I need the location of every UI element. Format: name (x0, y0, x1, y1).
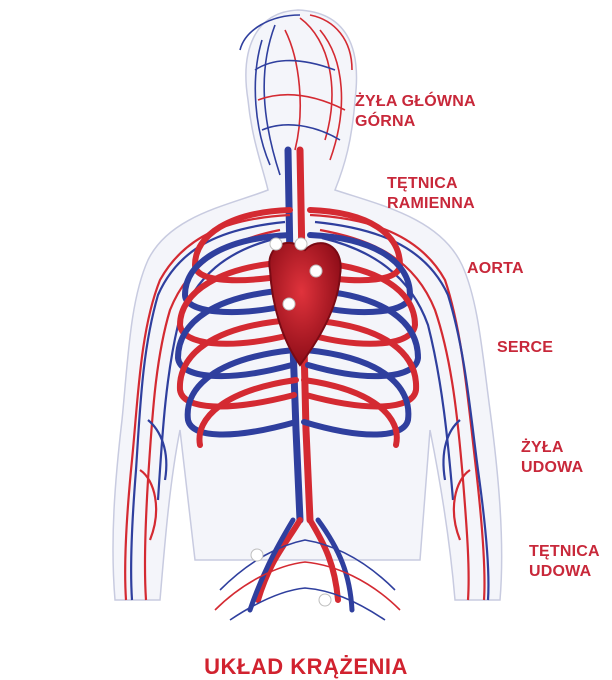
label-heart: SERCE (497, 338, 553, 358)
label-femoral-vein: ŻYŁA UDOWA (521, 438, 583, 478)
marker-aorta (310, 265, 322, 277)
label-femoral-artery-line1: TĘTNICA (529, 542, 600, 562)
label-heart-text: SERCE (497, 338, 553, 358)
marker-brachial (295, 238, 307, 250)
label-brachial-artery: TĘTNICA RAMIENNA (387, 174, 475, 214)
label-femoral-artery-line2: UDOWA (529, 562, 600, 582)
label-vena-cava: ŻYŁA GŁÓWNA GÓRNA (355, 92, 476, 132)
label-femoral-vein-line2: UDOWA (521, 458, 583, 478)
label-vena-cava-line2: GÓRNA (355, 112, 476, 132)
label-brachial-line1: TĘTNICA (387, 174, 475, 194)
marker-femoral-vein (251, 549, 263, 561)
diagram-title: UKŁAD KRĄŻENIA (0, 654, 612, 680)
label-femoral-artery: TĘTNICA UDOWA (529, 542, 600, 582)
label-aorta: AORTA (467, 259, 524, 279)
marker-femoral-artery (319, 594, 331, 606)
label-femoral-vein-line1: ŻYŁA (521, 438, 583, 458)
label-brachial-line2: RAMIENNA (387, 194, 475, 214)
marker-vena-cava (270, 238, 282, 250)
label-aorta-text: AORTA (467, 259, 524, 279)
marker-heart (283, 298, 295, 310)
label-vena-cava-line1: ŻYŁA GŁÓWNA (355, 92, 476, 112)
